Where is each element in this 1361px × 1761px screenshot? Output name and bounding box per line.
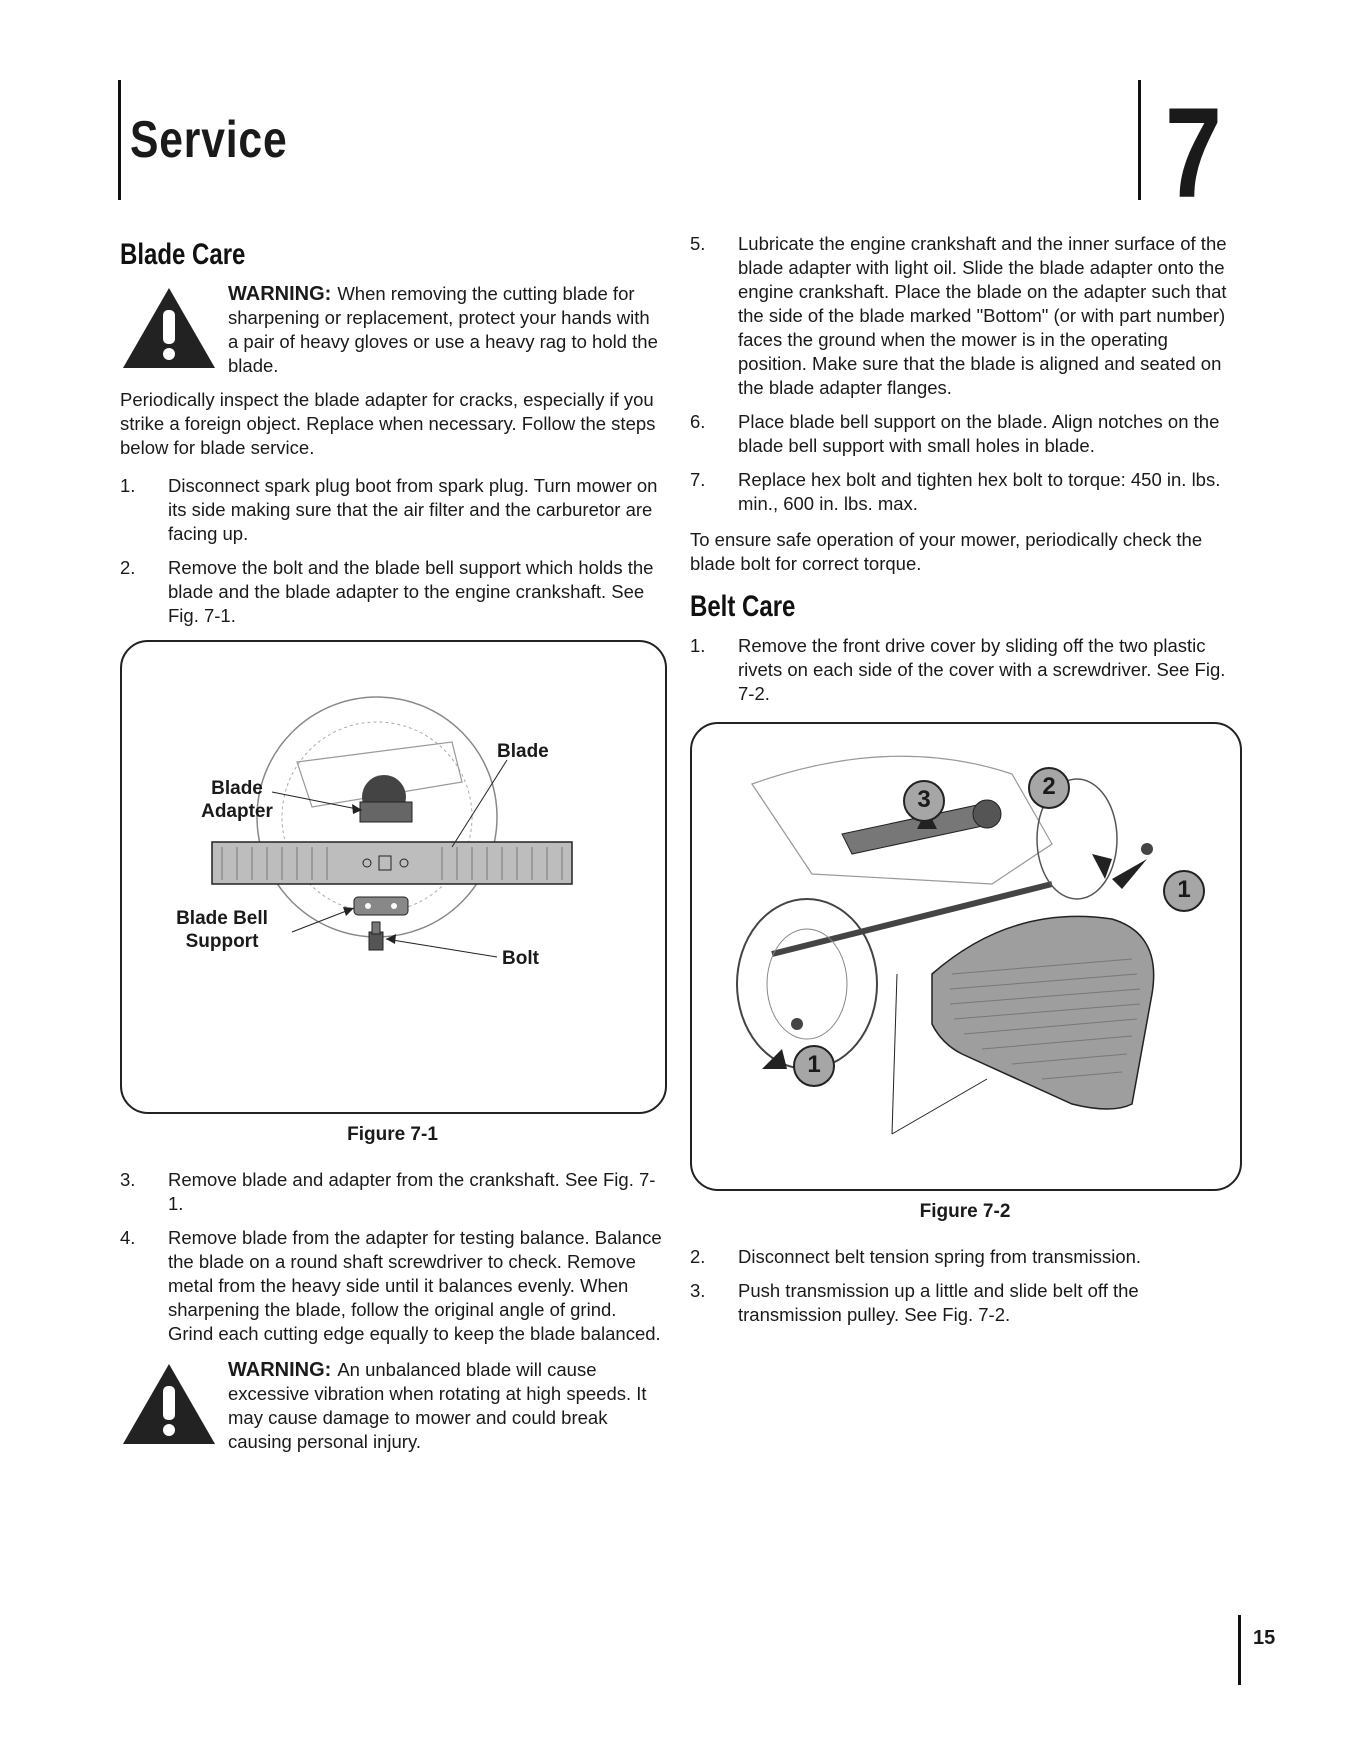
label-blade: Blade xyxy=(497,741,549,762)
page-number: 15 xyxy=(1253,1627,1276,1649)
step-number: 3. xyxy=(690,1280,706,1301)
figure-caption: Figure 7-1 xyxy=(347,1124,438,1145)
list-item: 2. Disconnect belt tension spring from tr… xyxy=(690,1245,1240,1269)
list-item: 6. Place blade bell support on the blade.… xyxy=(690,410,1240,458)
list-item: 4. Remove blade from the adapter for test… xyxy=(120,1226,665,1346)
label-blade-bell-support: Blade Bell Support xyxy=(176,908,268,952)
label-bolt: Bolt xyxy=(502,948,539,969)
step-number: 6. xyxy=(690,411,706,432)
warning-box-unbalanced: WARNING:An unbalanced blade will cause e… xyxy=(120,1358,665,1454)
callout-1-left: 1 xyxy=(792,1044,836,1093)
header-left-rule xyxy=(118,80,121,200)
blade-steps-list-a: 1. Disconnect spark plug boot from spark … xyxy=(120,474,665,628)
callout-3: 3 xyxy=(902,779,946,828)
step-number: 2. xyxy=(690,1246,706,1267)
warning-icon xyxy=(120,1358,218,1454)
list-item: 3. Remove blade and adapter from the cran… xyxy=(120,1168,665,1216)
step-number: 1. xyxy=(690,635,706,656)
warning-label: WARNING: xyxy=(228,1359,332,1381)
chapter-number: 7 xyxy=(1165,82,1222,225)
figure-caption: Figure 7-2 xyxy=(919,1201,1011,1222)
callout-2: 2 xyxy=(1027,766,1071,815)
step-text: Place blade bell support on the blade. A… xyxy=(738,411,1220,456)
warning-text: WARNING:An unbalanced blade will cause e… xyxy=(228,1358,665,1454)
label-blade-adapter: Blade Adapter xyxy=(201,778,273,822)
warning-icon xyxy=(120,282,218,378)
footer-rule xyxy=(1238,1615,1241,1685)
list-item: 2. Remove the bolt and the blade bell sup… xyxy=(120,556,665,628)
list-item: 1. Remove the front drive cover by slidin… xyxy=(690,634,1240,706)
step-number: 5. xyxy=(690,233,706,254)
step-text: Push transmission up a little and slide … xyxy=(738,1280,1139,1325)
step-number: 4. xyxy=(120,1227,136,1248)
figure-7-2: 1 2 3 1 xyxy=(690,722,1242,1191)
section-heading-blade-care: Blade Care xyxy=(120,238,246,271)
belt-steps-list-b: 2. Disconnect belt tension spring from tr… xyxy=(690,1245,1240,1327)
step-text: Remove the front drive cover by sliding … xyxy=(738,635,1226,704)
blade-steps-list-b: 3. Remove blade and adapter from the cran… xyxy=(120,1168,665,1346)
step-text: Lubricate the engine crankshaft and the … xyxy=(738,233,1227,398)
header-right-rule xyxy=(1138,80,1141,200)
warning-label: WARNING: xyxy=(228,283,332,305)
step-number: 3. xyxy=(120,1169,136,1190)
list-item: 1. Disconnect spark plug boot from spark … xyxy=(120,474,665,546)
list-item: 5. Lubricate the engine crankshaft and th… xyxy=(690,232,1240,400)
callout-number: 1 xyxy=(1177,876,1191,903)
step-text: Replace hex bolt and tighten hex bolt to… xyxy=(738,469,1221,514)
blade-steps-list-c: 5. Lubricate the engine crankshaft and th… xyxy=(690,232,1240,516)
warning-box-gloves: WARNING:When removing the cutting blade … xyxy=(120,282,665,378)
step-text: Disconnect belt tension spring from tran… xyxy=(738,1246,1142,1267)
section-heading-belt-care: Belt Care xyxy=(690,590,796,623)
list-item: 3. Push transmission up a little and slid… xyxy=(690,1279,1240,1327)
step-text: Remove blade from the adapter for testin… xyxy=(168,1227,662,1344)
callout-number: 1 xyxy=(807,1051,821,1078)
callout-number: 2 xyxy=(1042,773,1056,800)
step-number: 1. xyxy=(120,475,136,496)
left-column: Blade Care WARNING:When removing the cut… xyxy=(120,230,667,1464)
blade-care-intro: Periodically inspect the blade adapter f… xyxy=(120,389,656,458)
list-item: 7. Replace hex bolt and tighten hex bolt … xyxy=(690,468,1240,516)
step-number: 2. xyxy=(120,557,136,578)
belt-steps-list-a: 1. Remove the front drive cover by slidin… xyxy=(690,634,1240,706)
warning-body: An unbalanced blade will cause excessive… xyxy=(228,1359,647,1452)
page-header: Service 7 xyxy=(0,0,1361,225)
drive-cover-illustration xyxy=(736,755,1155,1135)
step-text: Disconnect spark plug boot from spark pl… xyxy=(168,475,658,544)
step-text: Remove blade and adapter from the cranks… xyxy=(168,1169,656,1214)
callout-number: 3 xyxy=(917,786,931,813)
step-number: 7. xyxy=(690,469,706,490)
blade-assembly-illustration xyxy=(211,696,573,958)
blade-care-closing: To ensure safe operation of your mower, … xyxy=(690,529,1203,574)
right-column: 5. Lubricate the engine crankshaft and th… xyxy=(690,230,1242,1339)
chapter-title: Service xyxy=(130,111,288,169)
step-text: Remove the bolt and the blade bell suppo… xyxy=(168,557,654,626)
warning-text: WARNING:When removing the cutting blade … xyxy=(228,282,665,378)
figure-7-1: Blade Adapter Blade Blade Bell Support B… xyxy=(120,640,667,1114)
callout-1-right: 1 xyxy=(1162,869,1206,918)
warning-body: When removing the cutting blade for shar… xyxy=(228,283,658,376)
